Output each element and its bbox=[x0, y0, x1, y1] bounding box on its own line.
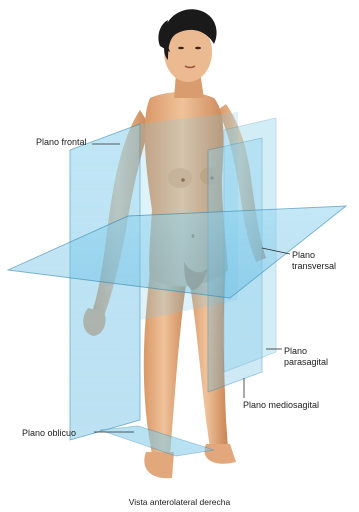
label-plano-parasagital-line2: parasagital bbox=[284, 357, 328, 368]
label-plano-transversal: Plano transversal bbox=[292, 250, 336, 272]
label-plano-oblicuo: Plano oblicuo bbox=[22, 428, 76, 439]
label-plano-parasagital: Plano parasagital bbox=[284, 346, 328, 368]
label-plano-transversal-line1: Plano bbox=[292, 250, 336, 261]
label-plano-mediosagital: Plano mediosagital bbox=[243, 400, 319, 411]
label-plano-frontal: Plano frontal bbox=[36, 137, 87, 148]
label-plano-parasagital-line1: Plano bbox=[284, 346, 328, 357]
label-plano-transversal-line2: transversal bbox=[292, 261, 336, 272]
figure-caption: Vista anterolateral derecha bbox=[0, 497, 359, 507]
